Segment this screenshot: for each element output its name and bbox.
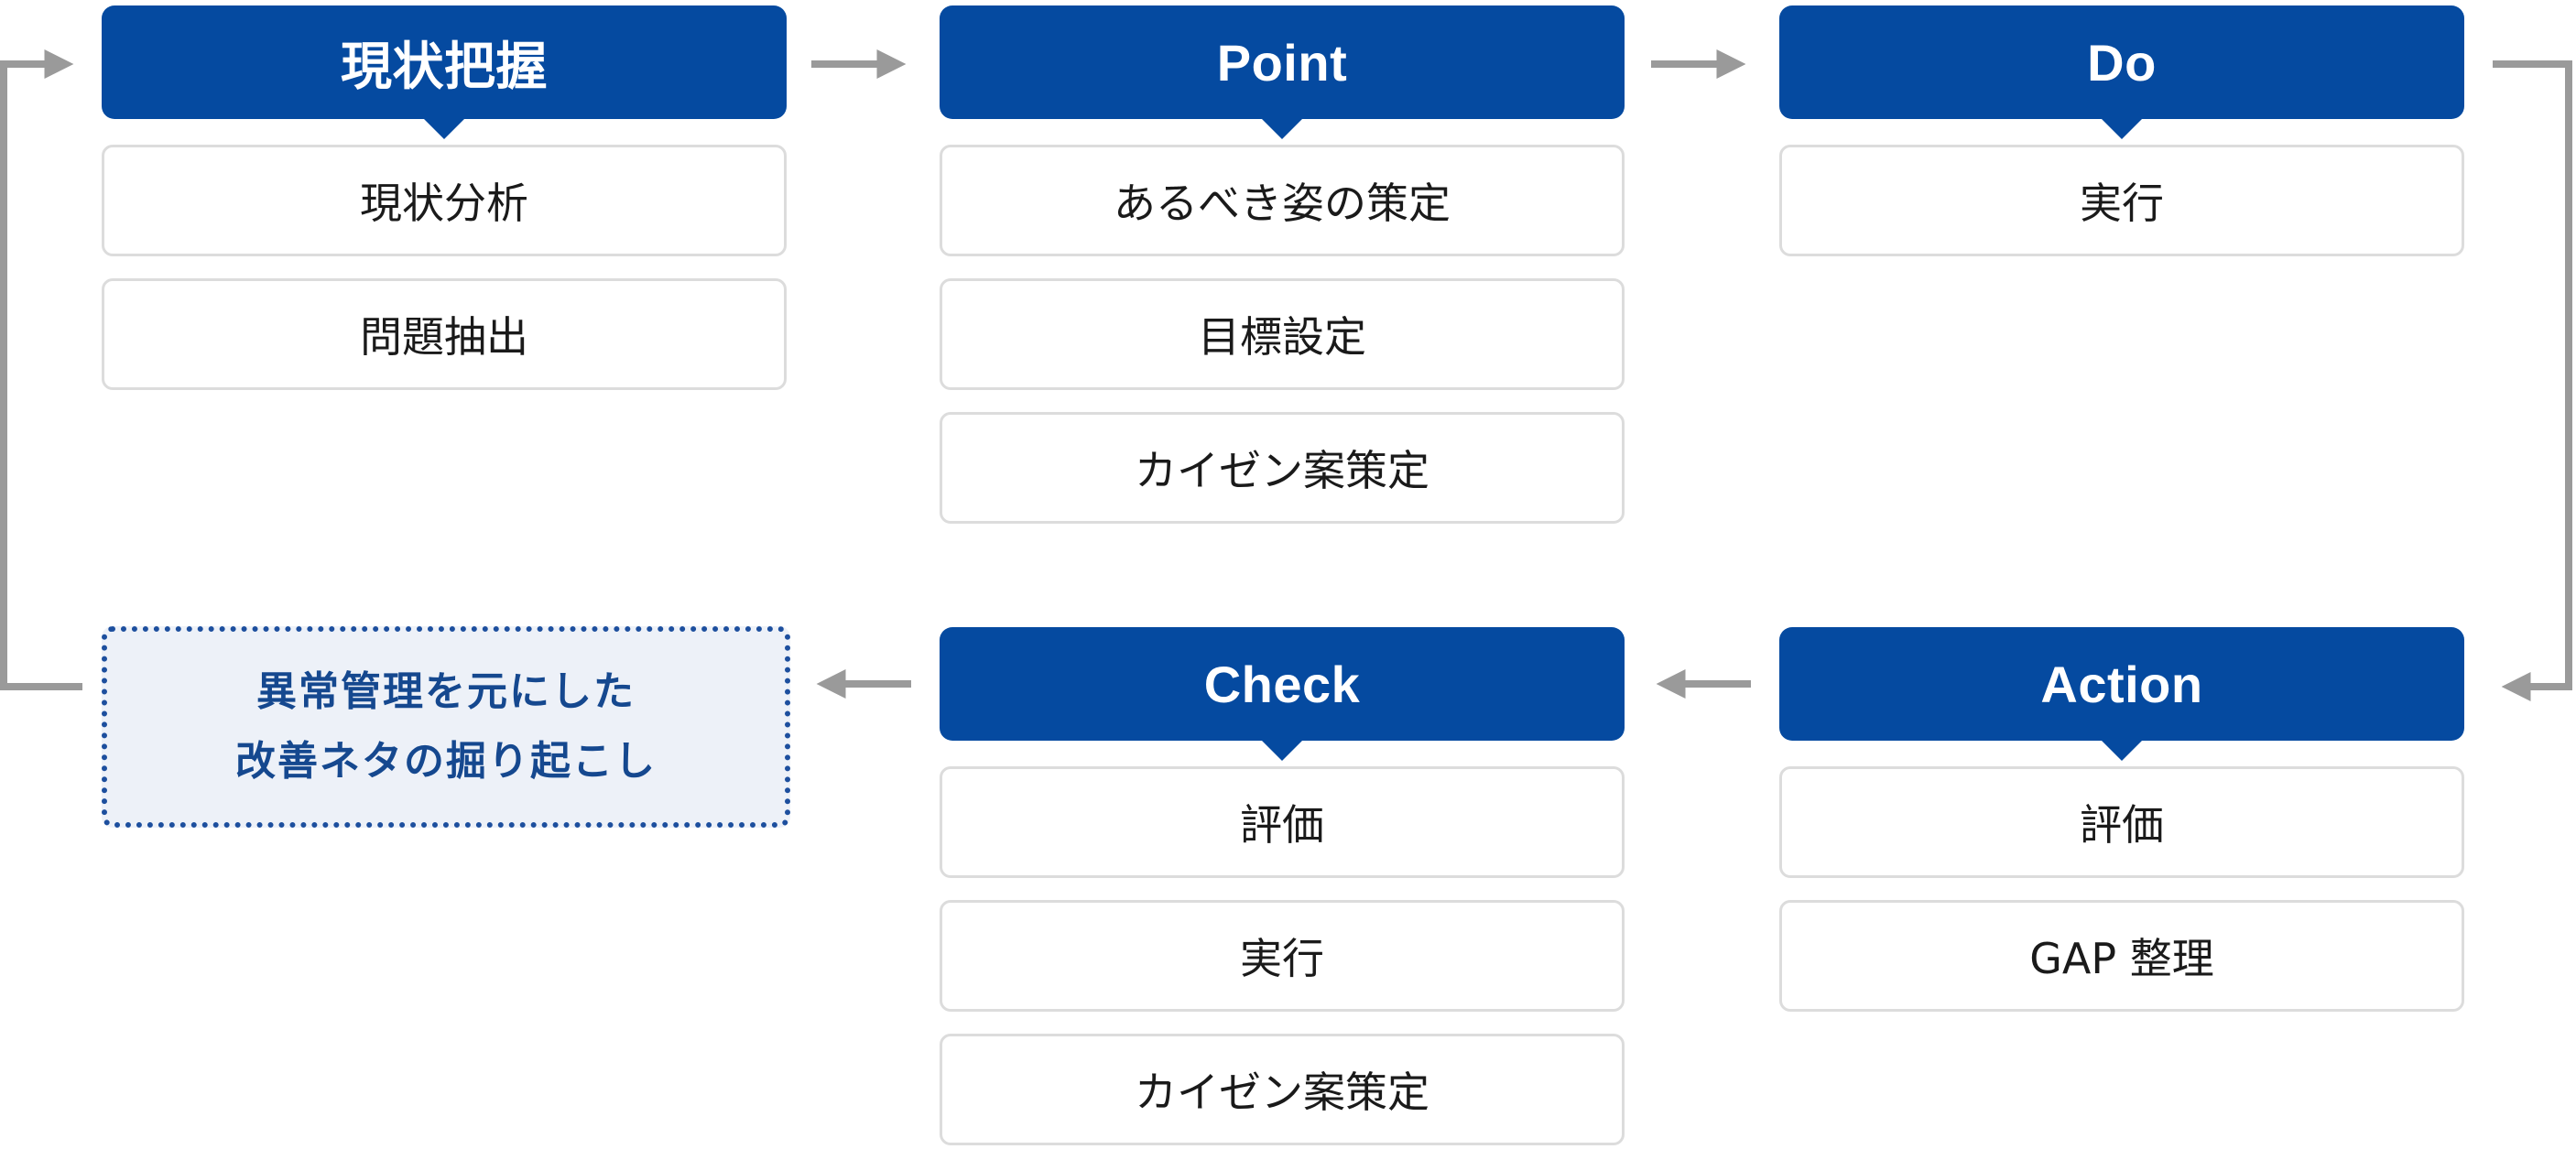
stage-check-item: カイゼン案策定: [940, 1034, 1625, 1145]
stage-current-item: 現状分析: [102, 145, 787, 256]
stage-check-items: 評価 実行 カイゼン案策定: [940, 766, 1625, 1145]
arrow-note-to-current: [0, 49, 82, 690]
stage-current-item: 問題抽出: [102, 278, 787, 390]
improvement-note-line: 異常管理を元にした: [256, 668, 636, 715]
stage-point-item: カイゼン案策定: [940, 412, 1625, 524]
improvement-note: 異常管理を元にした 改善ネタの掘り起こし: [102, 626, 790, 828]
arrow-do-to-action: [2493, 60, 2572, 701]
stage-current-title: 現状把握: [102, 5, 787, 119]
stage-do: Do 実行: [1779, 5, 2464, 256]
stage-check-item: 実行: [940, 900, 1625, 1012]
stage-point-item: あるべき姿の策定: [940, 145, 1625, 256]
stage-do-items: 実行: [1779, 145, 2464, 256]
stage-check-title: Check: [940, 627, 1625, 741]
stage-point-title: Point: [940, 5, 1625, 119]
improvement-note-line: 改善ネタの掘り起こし: [235, 738, 657, 785]
stage-current-items: 現状分析 問題抽出: [102, 145, 787, 390]
stage-check: Check 評価 実行 カイゼン案策定: [940, 627, 1625, 1145]
stage-do-item: 実行: [1779, 145, 2464, 256]
stage-point-item: 目標設定: [940, 278, 1625, 390]
stage-point-items: あるべき姿の策定 目標設定 カイゼン案策定: [940, 145, 1625, 524]
stage-action: Action 評価 GAP 整理: [1779, 627, 2464, 1012]
stage-point: Point あるべき姿の策定 目標設定 カイゼン案策定: [940, 5, 1625, 524]
stage-check-item: 評価: [940, 766, 1625, 878]
stage-action-title: Action: [1779, 627, 2464, 741]
stage-action-item: 評価: [1779, 766, 2464, 878]
stage-action-items: 評価 GAP 整理: [1779, 766, 2464, 1012]
stage-current: 現状把握 現状分析 問題抽出: [102, 5, 787, 390]
stage-do-title: Do: [1779, 5, 2464, 119]
stage-action-item: GAP 整理: [1779, 900, 2464, 1012]
